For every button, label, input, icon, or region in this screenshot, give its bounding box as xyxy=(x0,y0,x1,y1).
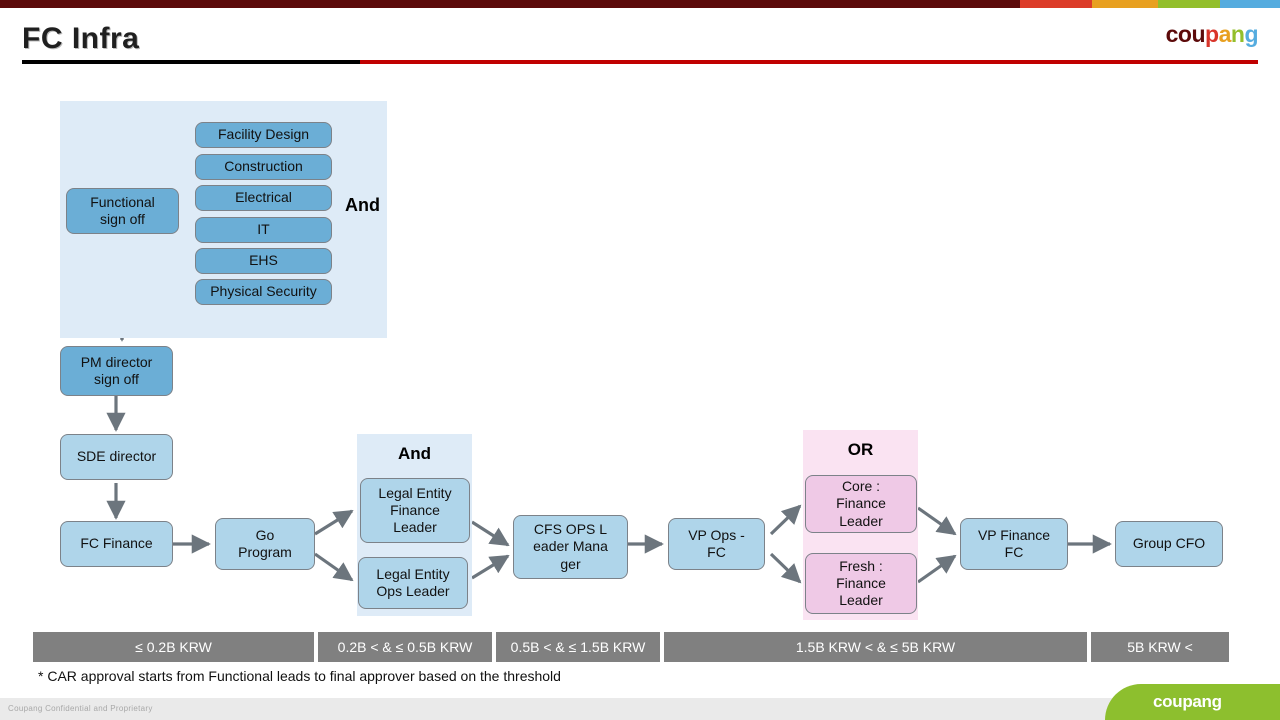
node-functional-sign-off[interactable]: Functional sign off xyxy=(66,188,179,234)
node-vp-ops-fc[interactable]: VP Ops - FC xyxy=(668,518,765,570)
title-underline-black xyxy=(22,60,360,64)
top-bar-segment-green xyxy=(1158,0,1220,8)
node-electrical[interactable]: Electrical xyxy=(195,185,332,211)
logo-part-cou: cou xyxy=(1165,21,1206,47)
top-bar-segment-orange xyxy=(1092,0,1158,8)
top-bar-segment-blue xyxy=(1220,0,1280,8)
node-ehs[interactable]: EHS xyxy=(195,248,332,274)
node-group-cfo[interactable]: Group CFO xyxy=(1115,521,1223,567)
threshold-segment-1: ≤ 0.2B KRW xyxy=(33,632,316,662)
functional-panel-operator-label: And xyxy=(345,195,380,215)
threshold-segment-2: 0.2B < & ≤ 0.5B KRW xyxy=(318,632,494,662)
footer-band xyxy=(0,698,1280,720)
node-core-finance-leader[interactable]: Core : Finance Leader xyxy=(805,475,917,533)
logo-part-n: n xyxy=(1230,21,1245,47)
node-physical-security[interactable]: Physical Security xyxy=(195,279,332,305)
footer-coupang-badge: coupang xyxy=(1105,684,1280,720)
threshold-segment-5: 5B KRW < xyxy=(1091,632,1229,662)
node-legal-entity-ops-leader[interactable]: Legal Entity Ops Leader xyxy=(358,557,468,609)
node-fc-finance[interactable]: FC Finance xyxy=(60,521,173,567)
node-it[interactable]: IT xyxy=(195,217,332,243)
logo-part-p: p xyxy=(1205,21,1219,47)
node-cfs-ops-leader-manager[interactable]: CFS OPS L eader Mana ger xyxy=(513,515,628,579)
threshold-segment-3: 0.5B < & ≤ 1.5B KRW xyxy=(496,632,662,662)
top-bar-segment-maroon xyxy=(0,0,1020,8)
confidential-notice: Coupang Confidential and Proprietary xyxy=(8,704,153,713)
or-panel-operator-label: OR xyxy=(847,440,874,459)
node-vp-finance-fc[interactable]: VP Finance FC xyxy=(960,518,1068,570)
page-title: FC Infra xyxy=(22,22,140,55)
node-sde-director[interactable]: SDE director xyxy=(60,434,173,480)
footer-badge-label: coupang xyxy=(1153,692,1222,711)
threshold-segment-4: 1.5B KRW < & ≤ 5B KRW xyxy=(664,632,1089,662)
node-facility-design[interactable]: Facility Design xyxy=(195,122,332,148)
logo-part-g: g xyxy=(1244,21,1258,47)
node-fresh-finance-leader[interactable]: Fresh : Finance Leader xyxy=(805,553,917,614)
title-underline-red xyxy=(360,60,1258,64)
node-pm-director-sign-off[interactable]: PM director sign off xyxy=(60,346,173,396)
top-bar-segment-red xyxy=(1020,0,1092,8)
footnote-text: * CAR approval starts from Functional le… xyxy=(38,668,561,684)
coupang-logo: coupang xyxy=(1165,21,1259,48)
logo-part-a: a xyxy=(1218,21,1232,47)
top-color-bar xyxy=(0,0,1280,8)
node-construction[interactable]: Construction xyxy=(195,154,332,180)
legal-panel-operator-label: And xyxy=(397,444,432,463)
node-legal-entity-finance-leader[interactable]: Legal Entity Finance Leader xyxy=(360,478,470,543)
node-go-program[interactable]: Go Program xyxy=(215,518,315,570)
